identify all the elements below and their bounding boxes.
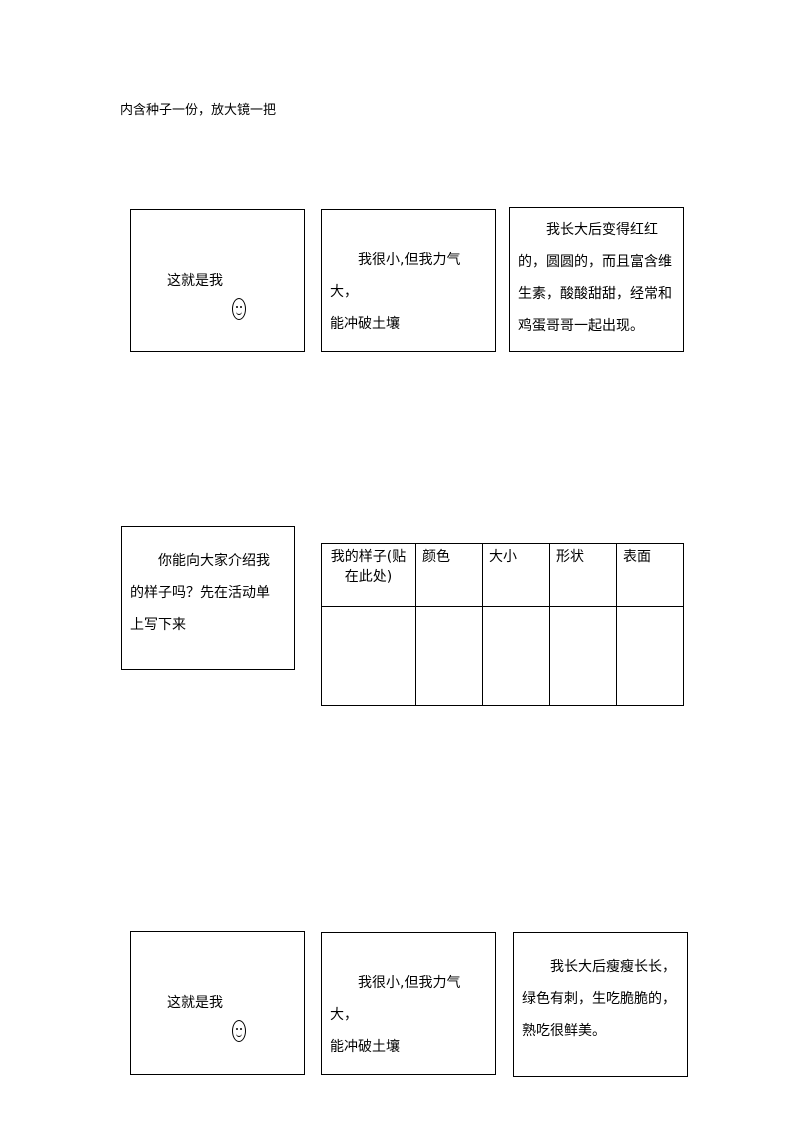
header-my-look: 我的样子(贴在此处) (321, 543, 416, 607)
table-row (321, 606, 684, 706)
header-color: 颜色 (415, 543, 483, 607)
card-text-line: 绿色有刺，生吃脆脆的， (522, 991, 676, 1007)
card-text-line: 熟吃很鲜美。 (522, 1023, 606, 1039)
card-this-is-me-1: 这就是我 (130, 209, 305, 352)
card-text-line: 的，圆圆的，而且富含维 (518, 254, 672, 270)
card-tomato-description: 我长大后变得红红 的，圆圆的，而且富含维 生素，酸酸甜甜，经常和 鸡蛋哥哥一起出… (509, 207, 684, 352)
card-this-is-me-2: 这就是我 (130, 931, 305, 1075)
smiley-face-icon (232, 1020, 246, 1042)
card-text-line: 我很小,但我力气大， (330, 975, 461, 1023)
prompt-text-line: 你能向大家介绍我 (158, 553, 270, 569)
card-label: 这就是我 (167, 995, 223, 1011)
table-cell[interactable] (415, 606, 483, 706)
table-cell[interactable] (321, 606, 416, 706)
smiley-face-icon (232, 298, 246, 320)
card-text-line: 能冲破土壤 (330, 1039, 400, 1055)
prompt-card: 你能向大家介绍我 的样子吗？先在活动单 上写下来 (121, 526, 295, 670)
header-size: 大小 (482, 543, 550, 607)
card-text-line: 鸡蛋哥哥一起出现。 (518, 318, 644, 334)
card-text-line: 我很小,但我力气大， (330, 252, 461, 300)
card-small-but-strong-2: 我很小,但我力气大， 能冲破土壤 (321, 932, 496, 1075)
card-text-line: 能冲破土壤 (330, 316, 400, 332)
card-text-line: 生素，酸酸甜甜，经常和 (518, 286, 672, 302)
activity-table: 我的样子(贴在此处) 颜色 大小 形状 表面 (321, 543, 684, 706)
card-text-line: 我长大后瘦瘦长长， (550, 959, 676, 975)
prompt-text-line: 上写下来 (130, 617, 186, 633)
card-label: 这就是我 (167, 273, 223, 289)
card-text-line: 我长大后变得红红 (546, 222, 658, 238)
intro-text: 内含种子一份，放大镜一把 (120, 103, 277, 118)
prompt-text-line: 的样子吗？先在活动单 (130, 585, 270, 601)
table-header-row: 我的样子(贴在此处) 颜色 大小 形状 表面 (321, 543, 684, 607)
header-surface: 表面 (616, 543, 684, 607)
table-cell[interactable] (482, 606, 550, 706)
card-cucumber-description: 我长大后瘦瘦长长， 绿色有刺，生吃脆脆的， 熟吃很鲜美。 (513, 932, 688, 1077)
card-small-but-strong-1: 我很小,但我力气大， 能冲破土壤 (321, 209, 496, 352)
header-shape: 形状 (549, 543, 617, 607)
table-cell[interactable] (549, 606, 617, 706)
table-cell[interactable] (616, 606, 684, 706)
